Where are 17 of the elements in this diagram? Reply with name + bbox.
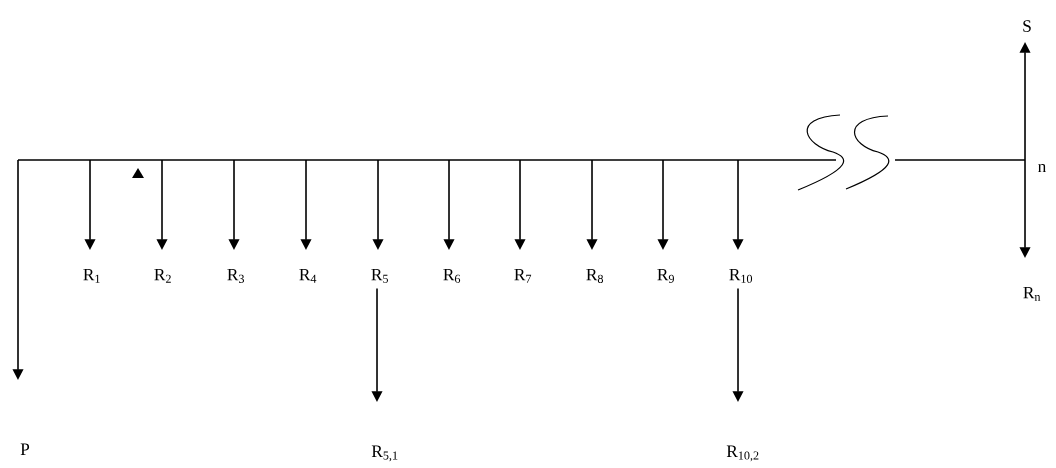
flow-label: R$_{10}$ <box>729 268 753 283</box>
flow-label: R$_{1}$ <box>83 268 100 283</box>
flow-label: R$_{2}$ <box>154 268 171 283</box>
flow-label: S <box>1023 20 1031 32</box>
flow-label: P <box>20 443 30 455</box>
flow-label: R$_{5,1}$ <box>371 445 398 462</box>
flow-label: R$_{8}$ <box>586 268 604 283</box>
flow-label: R$_{4}$ <box>299 268 317 283</box>
flow-label: R$_{5}$ <box>371 268 388 283</box>
flow-label: R$_{6}$ <box>443 268 461 283</box>
flow-label: R$_{n}$ <box>1023 286 1041 301</box>
flow-label: R$_{10,2}$ <box>726 445 759 462</box>
arrow <box>371 287 383 402</box>
flow-label: R$_{3}$ <box>227 268 244 283</box>
flow-label: R$_{9}$ <box>657 268 674 283</box>
period-label: n <box>1038 163 1046 173</box>
flow-label: R$_{7}$ <box>514 268 532 283</box>
